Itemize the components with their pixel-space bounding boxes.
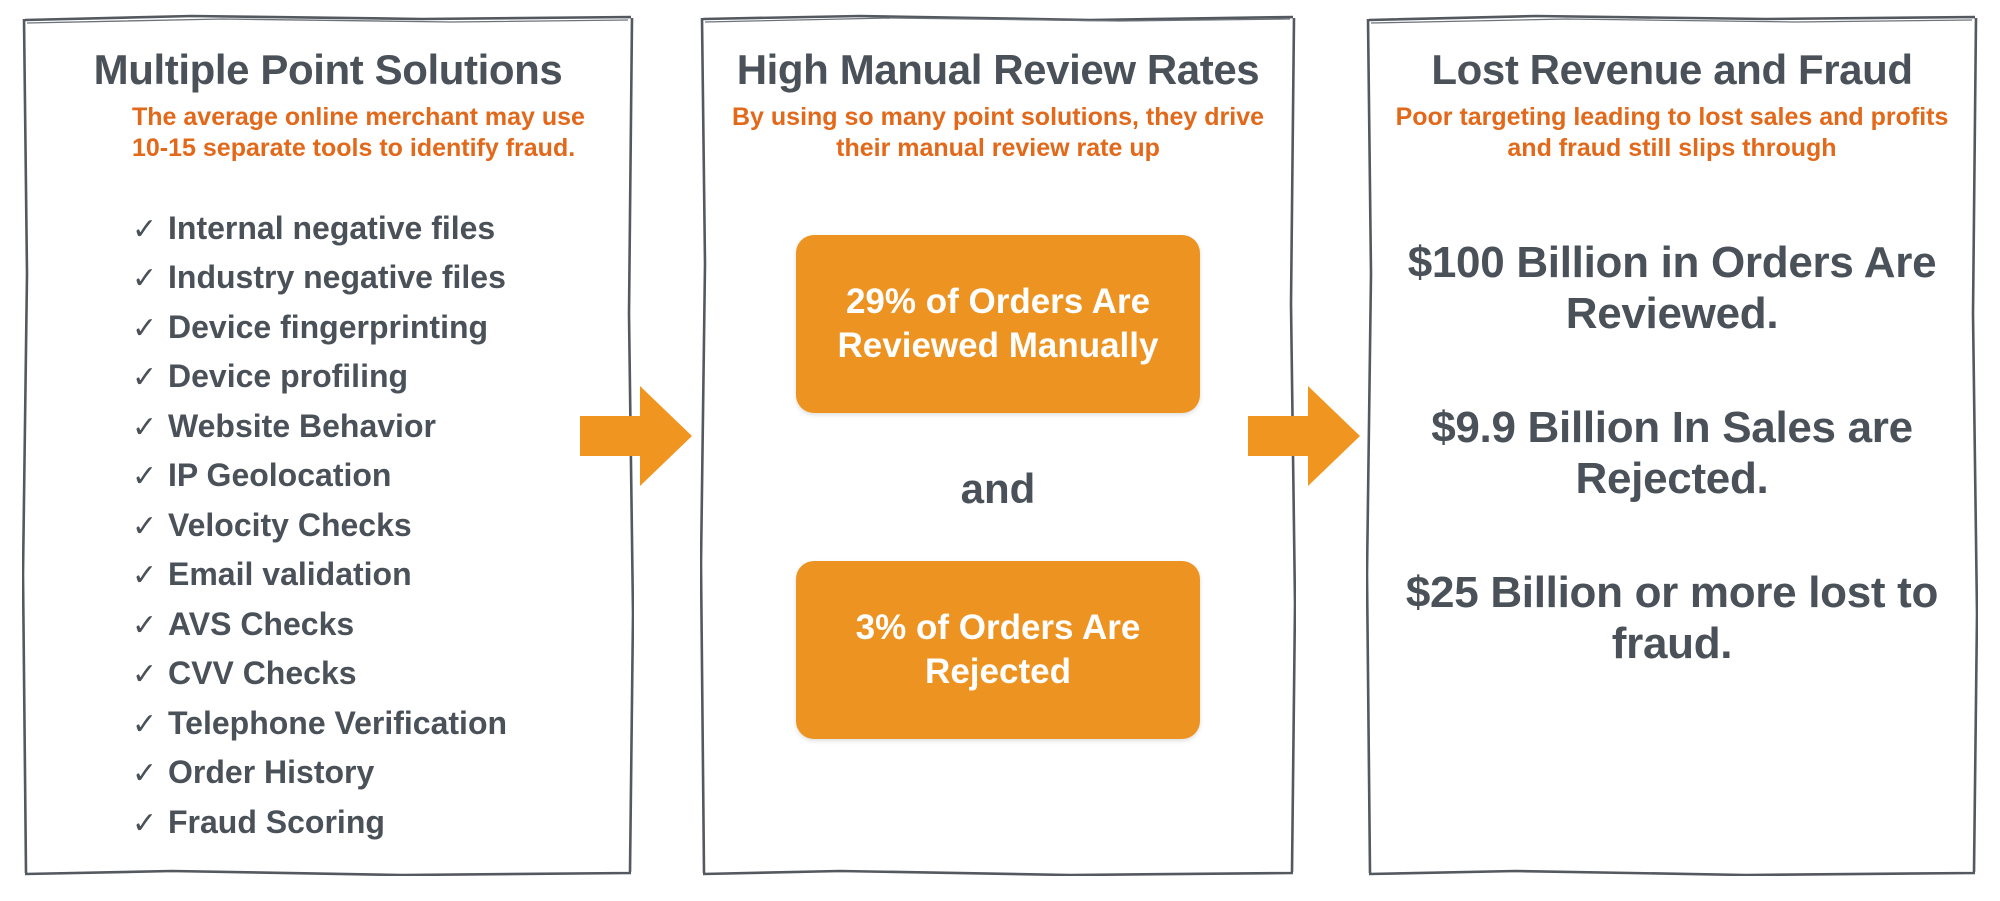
page-title: Lost Revenue and Fraud — [1431, 46, 1913, 93]
list-item-label: Fraud Scoring — [168, 803, 385, 840]
list-item: ✓ Order History — [132, 753, 507, 792]
list-item-label: Velocity Checks — [168, 506, 412, 543]
list-item-label: Email validation — [168, 556, 412, 593]
stat-box-orders-rejected: 3% of Orders Are Rejected — [796, 560, 1200, 739]
check-icon: ✓ — [132, 262, 158, 296]
stat-box-orders-reviewed-manually: 29% of Orders Are Reviewed Manually — [796, 234, 1200, 413]
panel-multiple-point-solutions: Multiple Point Solutions The average onl… — [22, 14, 634, 876]
list-item: ✓ AVS Checks — [132, 605, 507, 644]
list-item-label: Device profiling — [168, 358, 409, 395]
revenue-stat: $25 Billion or more lost to fraud. — [1405, 567, 1939, 669]
list-item-label: AVS Checks — [168, 605, 355, 642]
revenue-stats-group: $100 Billion in Orders Are Reviewed. $9.… — [1392, 237, 1952, 670]
list-item: ✓ Velocity Checks — [132, 506, 507, 545]
connector-and-label: and — [960, 464, 1036, 512]
page-title: High Manual Review Rates — [736, 46, 1260, 93]
revenue-stat: $100 Billion in Orders Are Reviewed. — [1407, 237, 1937, 339]
list-item-label: Order History — [168, 754, 375, 791]
list-item-label: Industry negative files — [168, 259, 506, 296]
list-item: ✓ Website Behavior — [132, 407, 507, 446]
check-icon: ✓ — [132, 608, 158, 642]
check-icon: ✓ — [132, 410, 158, 444]
list-item-label: IP Geolocation — [168, 457, 392, 494]
check-icon: ✓ — [132, 212, 158, 246]
check-icon: ✓ — [132, 806, 158, 840]
check-icon: ✓ — [132, 460, 158, 494]
check-icon: ✓ — [132, 707, 158, 741]
check-icon: ✓ — [132, 509, 158, 543]
check-icon: ✓ — [132, 361, 158, 395]
list-item: ✓ Telephone Verification — [132, 704, 507, 743]
panel-subtitle: Poor targeting leading to lost sales and… — [1395, 102, 1949, 163]
list-item-label: Telephone Verification — [168, 704, 508, 741]
list-item: ✓ Fraud Scoring — [132, 803, 507, 842]
check-icon: ✓ — [132, 311, 158, 345]
arrow-panel2-to-panel3-icon — [1248, 386, 1360, 486]
list-item-label: Website Behavior — [168, 407, 436, 444]
panel-subtitle: By using so many point solutions, they d… — [731, 102, 1265, 163]
list-item: ✓ Device profiling — [132, 357, 507, 396]
stat-box-label: 3% of Orders Are Rejected — [855, 607, 1141, 691]
list-item: ✓ IP Geolocation — [132, 456, 507, 495]
check-icon: ✓ — [132, 757, 158, 791]
check-icon: ✓ — [132, 658, 158, 692]
list-item: ✓ Internal negative files — [132, 209, 507, 248]
list-item-label: Internal negative files — [168, 209, 496, 246]
panel-lost-revenue-and-fraud: Lost Revenue and Fraud Poor targeting le… — [1366, 14, 1978, 876]
stat-box-label: 29% of Orders Are Reviewed Manually — [837, 281, 1159, 365]
list-item: ✓ Industry negative files — [132, 258, 507, 297]
list-item: ✓ CVV Checks — [132, 654, 507, 693]
fraud-tools-checklist: ✓ Internal negative files ✓ Industry negat… — [132, 209, 507, 853]
revenue-stat: $9.9 Billion In Sales are Rejected. — [1431, 402, 1913, 504]
list-item: ✓ Email validation — [132, 555, 507, 594]
check-icon: ✓ — [132, 559, 158, 593]
list-item: ✓ Device fingerprinting — [132, 308, 507, 347]
list-item-label: CVV Checks — [168, 655, 357, 692]
panel-subtitle: The average online merchant may use 10-1… — [132, 102, 585, 163]
page-title: Multiple Point Solutions — [93, 46, 563, 93]
panel-high-manual-review-rates: High Manual Review Rates By using so man… — [700, 14, 1296, 876]
list-item-label: Device fingerprinting — [168, 308, 489, 345]
arrow-panel1-to-panel2-icon — [580, 386, 692, 486]
